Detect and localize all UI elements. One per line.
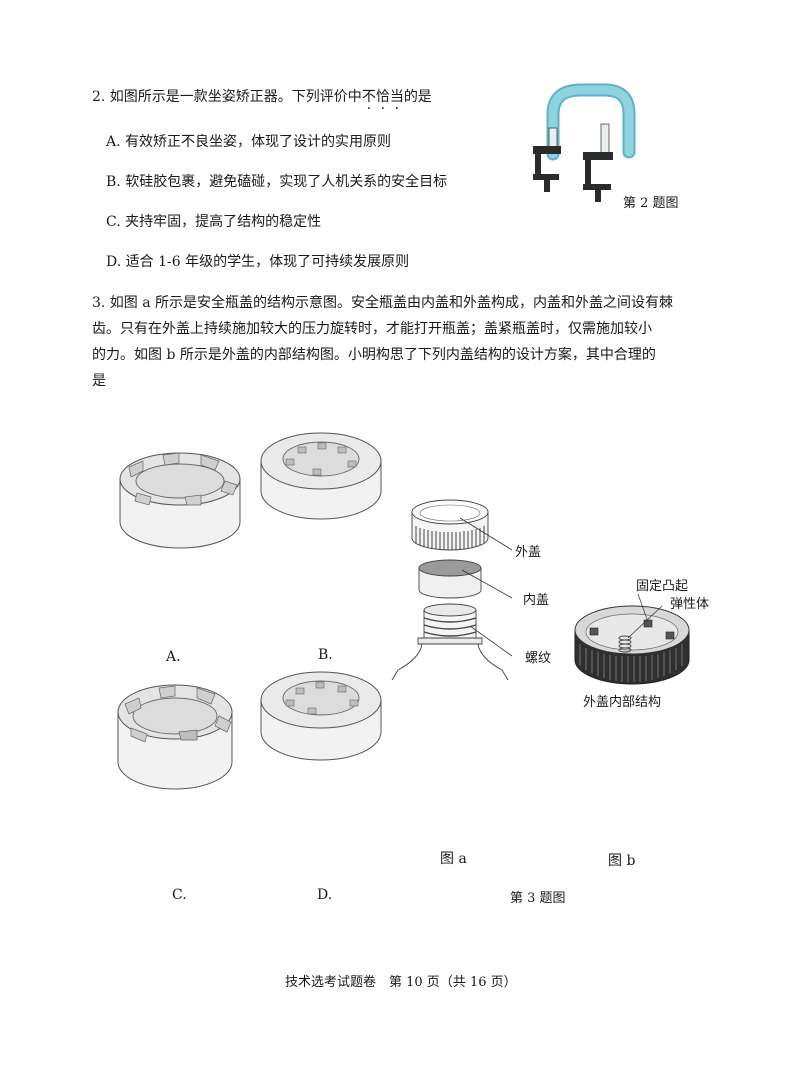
fig-a-label-thread: 螺纹 [525, 651, 552, 666]
posture-corrector-figure [533, 83, 636, 202]
figure-a-exploded-cap [391, 499, 513, 681]
q2-emph-char-3: 当 [390, 89, 404, 105]
q3-option-b-label[interactable]: B. [318, 647, 333, 663]
q3-line-2: 齿。只有在外盖上持续施加较大的压力旋转时，才能打开瓶盖；盖紧瓶盖时，仅需施加较小 [92, 321, 652, 337]
q3-figure-caption: 第 3 题图 [510, 891, 566, 906]
q2-option-a: A. 有效矫正不良坐姿，体现了设计的实用原则 [106, 134, 392, 150]
option-a-cap-figure [119, 452, 241, 549]
q3-line-4: 是 [92, 373, 106, 389]
fig-a-label-inner-cap: 内盖 [523, 593, 550, 608]
q3-line-1: 3. 如图 a 所示是安全瓶盖的结构示意图。安全瓶盖由内盖和外盖构成，内盖和外盖… [92, 295, 674, 311]
q3-option-c-label[interactable]: C. [172, 887, 187, 903]
option-c-cap-figure [117, 684, 233, 790]
q2-figure-caption: 第 2 题图 [623, 196, 679, 211]
q2-emph-char-2: 恰 [376, 89, 390, 105]
fig-b-caption: 外盖内部结构 [583, 695, 662, 710]
fig-b-label-elastic-body: 弹性体 [670, 597, 710, 612]
q3-line-3: 的力。如图 b 所示是外盖的内部结构图。小明构思了下列内盖结构的设计方案，其中合… [92, 347, 656, 363]
option-b-cap-figure [260, 432, 382, 520]
fig-b-label-fixed-protrusion: 固定凸起 [636, 579, 689, 594]
q2-stem: 2. 如图所示是一款坐姿矫正器。下列评价中不恰当的是 [92, 88, 432, 106]
figure-b-outer-cap-interior [574, 593, 690, 685]
page-footer: 技术选考试题卷 第 10 页（共 16 页） [285, 975, 517, 990]
fig-b-title: 图 b [608, 853, 636, 869]
q2-stem-text: 2. 如图所示是一款坐姿矫正器。下列评价中 [92, 89, 362, 105]
fig-a-label-outer-cap: 外盖 [515, 545, 542, 560]
option-d-cap-figure [260, 671, 382, 761]
q3-option-d-label[interactable]: D. [317, 887, 333, 903]
q2-option-b: B. 软硅胶包裹，避免磕碰，实现了人机关系的安全目标 [106, 174, 448, 190]
q2-emph-char-1: 不 [362, 89, 376, 105]
q2-option-c: C. 夹持牢固，提高了结构的稳定性 [106, 214, 322, 230]
q2-option-d: D. 适合 1-6 年级的学生，体现了可持续发展原则 [106, 254, 410, 270]
q2-stem-tail: 的是 [403, 89, 432, 105]
fig-a-title: 图 a [440, 851, 467, 867]
q3-option-a-label[interactable]: A. [166, 649, 181, 665]
